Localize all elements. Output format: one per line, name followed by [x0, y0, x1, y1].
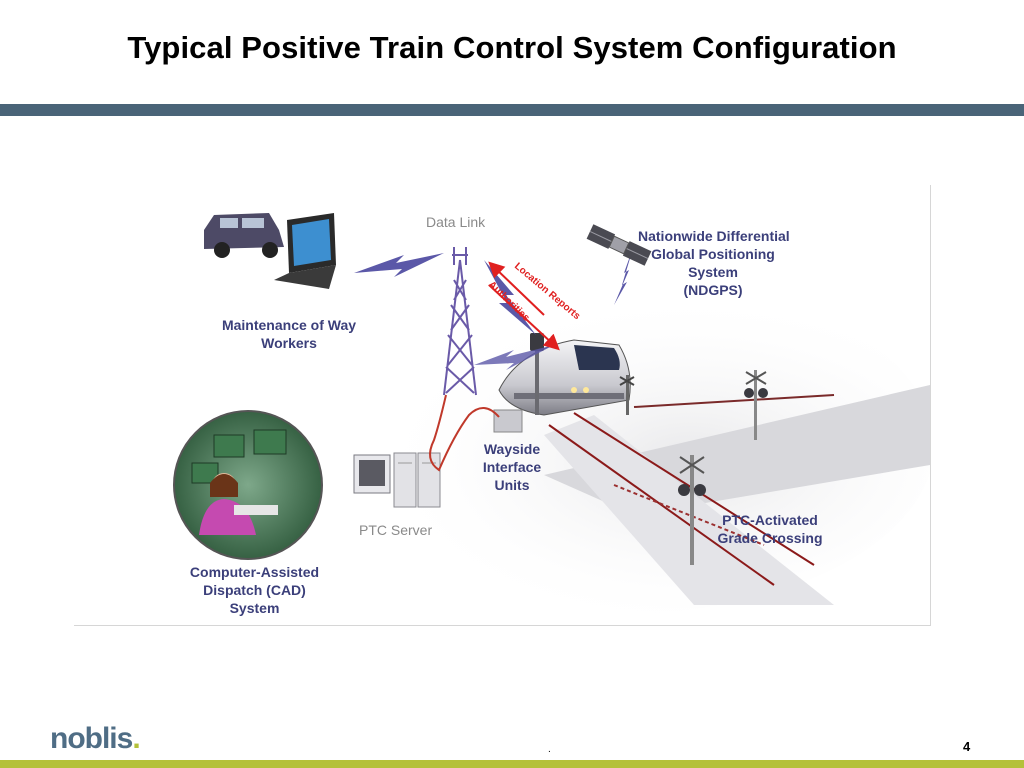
location-reports-arrow	[488, 261, 545, 316]
wayside-interface-units-label: Wayside Interface Units	[474, 440, 550, 494]
cad-label-line2: Dispatch (CAD)	[203, 582, 306, 598]
crossing-signal-near	[678, 455, 706, 565]
maintenance-vehicle-icon	[204, 213, 284, 258]
mow-label: Maintenance of Way Workers	[214, 316, 364, 352]
laptop-icon	[274, 213, 336, 289]
wiu-label-line1: Wayside	[483, 441, 541, 457]
ptc-diagram: Location Reports Authorities	[74, 185, 931, 626]
logo-dot: .	[132, 722, 140, 755]
noblis-logo: noblis.	[50, 722, 141, 756]
mow-label-line1: Maintenance of Way	[221, 317, 357, 333]
ndgps-label-line3: System	[688, 264, 738, 280]
crossing-signal-small	[619, 375, 635, 415]
ptc-server-label: PTC Server	[359, 522, 433, 538]
wayside-signal	[493, 333, 544, 433]
authorities-arrow	[488, 284, 560, 351]
ndgps-label: Nationwide Differential Global Positioni…	[638, 227, 790, 299]
footer-bar	[0, 760, 1024, 768]
high-speed-train	[498, 339, 631, 416]
footer-center-mark: .	[548, 744, 551, 755]
grade-label-line2: Grade Crossing	[717, 530, 823, 546]
grade-label-line1: PTC-Activated	[722, 512, 818, 528]
radio-link-bolts	[354, 245, 634, 370]
ndgps-label-line4: (NDGPS)	[683, 282, 743, 298]
logo-text: noblis	[50, 722, 133, 755]
data-cable	[429, 394, 500, 472]
crossing-signal-far	[744, 370, 768, 440]
cad-label-line1: Computer-Assisted	[189, 564, 320, 580]
grade-crossing-label: PTC-Activated Grade Crossing	[710, 511, 830, 547]
slide-title: Typical Positive Train Control System Co…	[127, 30, 897, 65]
ptc-diagram-graphic: Location Reports Authorities	[173, 213, 930, 615]
cad-operator-image	[173, 410, 323, 560]
mow-label-line2: Workers	[261, 335, 317, 351]
ndgps-label-line1: Nationwide Differential	[638, 228, 790, 244]
radio-tower-icon	[443, 247, 477, 396]
cad-label-line3: System	[229, 600, 280, 616]
satellite-icon	[586, 224, 652, 266]
ndgps-label-line2: Global Positioning	[651, 246, 775, 262]
title-divider-bar	[0, 104, 1024, 116]
page-number: 4	[963, 739, 971, 754]
cad-label: Computer-Assisted Dispatch (CAD) System	[182, 563, 327, 617]
wiu-label-line2: Interface	[482, 459, 542, 475]
wiu-label-line3: Units	[494, 477, 530, 493]
ptc-server-icon	[353, 452, 441, 508]
data-link-label: Data Link	[426, 214, 486, 230]
